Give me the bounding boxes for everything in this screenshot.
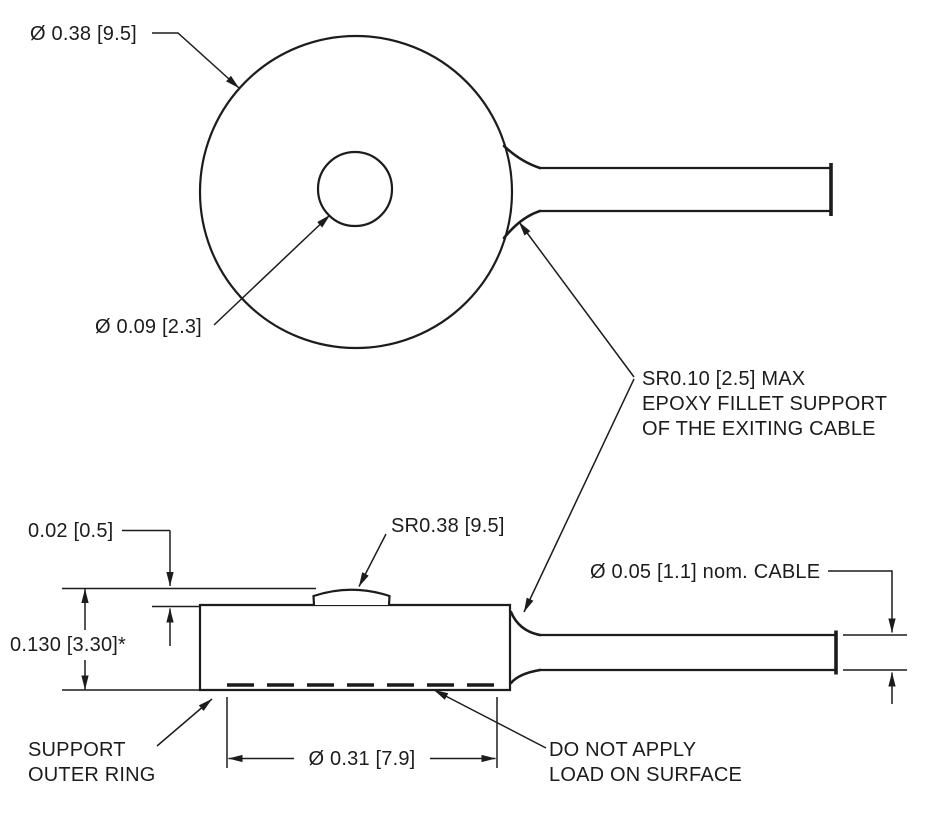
hole-dia-label: Ø 0.09 [2.3] xyxy=(95,316,202,338)
sensor-body-profile xyxy=(198,603,512,692)
leader-epoxy-sideview xyxy=(523,378,635,613)
cable-dia-leader-upper xyxy=(828,570,896,633)
side-view xyxy=(62,587,838,692)
button-height-label: 0.02 [0.5] xyxy=(28,520,113,542)
epoxy-note-line2: EPOXY FILLET SUPPORT xyxy=(642,393,887,415)
cable-dia-label: Ø 0.05 [1.1] nom. CABLE xyxy=(590,561,820,583)
load-button-boss xyxy=(312,588,391,606)
dimension-annotations xyxy=(81,32,907,768)
load-note-line1: DO NOT APPLY xyxy=(549,739,696,761)
top-view xyxy=(198,34,833,350)
leader-no-load-surface xyxy=(433,689,547,749)
base-dia-label: Ø 0.31 [7.9] xyxy=(309,748,416,770)
epoxy-fillet-bottom-curve-sideview xyxy=(509,668,542,685)
load-note-line2: LOAD ON SURFACE xyxy=(549,764,742,786)
text-labels: Ø 0.38 [9.5] Ø 0.09 [2.3] SR0.10 [2.5] M… xyxy=(10,23,887,786)
support-note-line2: OUTER RING xyxy=(28,764,156,786)
epoxy-note-line1: SR0.10 [2.5] MAX xyxy=(642,368,805,390)
sensor-center-hole-circle xyxy=(316,150,394,228)
outer-dia-label: Ø 0.38 [9.5] xyxy=(30,23,137,45)
body-height-label: 0.130 [3.30]* xyxy=(10,634,126,656)
epoxy-note-line3: OF THE EXITING CABLE xyxy=(642,418,876,440)
button-radius-label: SR0.38 [9.5] xyxy=(391,515,505,537)
epoxy-fillet-top-curve-sideview xyxy=(509,610,542,637)
leader-button-radius xyxy=(358,533,387,587)
epoxy-fillet-top-curve-topview xyxy=(502,144,542,170)
support-note-line1: SUPPORT xyxy=(28,739,126,761)
leader-epoxy-topview xyxy=(518,221,635,378)
leader-support-outer-ring xyxy=(156,698,213,747)
leader-hole-dia xyxy=(213,214,331,326)
leader-outer-dia xyxy=(152,32,240,89)
epoxy-fillet-bottom-curve-topview xyxy=(502,209,542,240)
